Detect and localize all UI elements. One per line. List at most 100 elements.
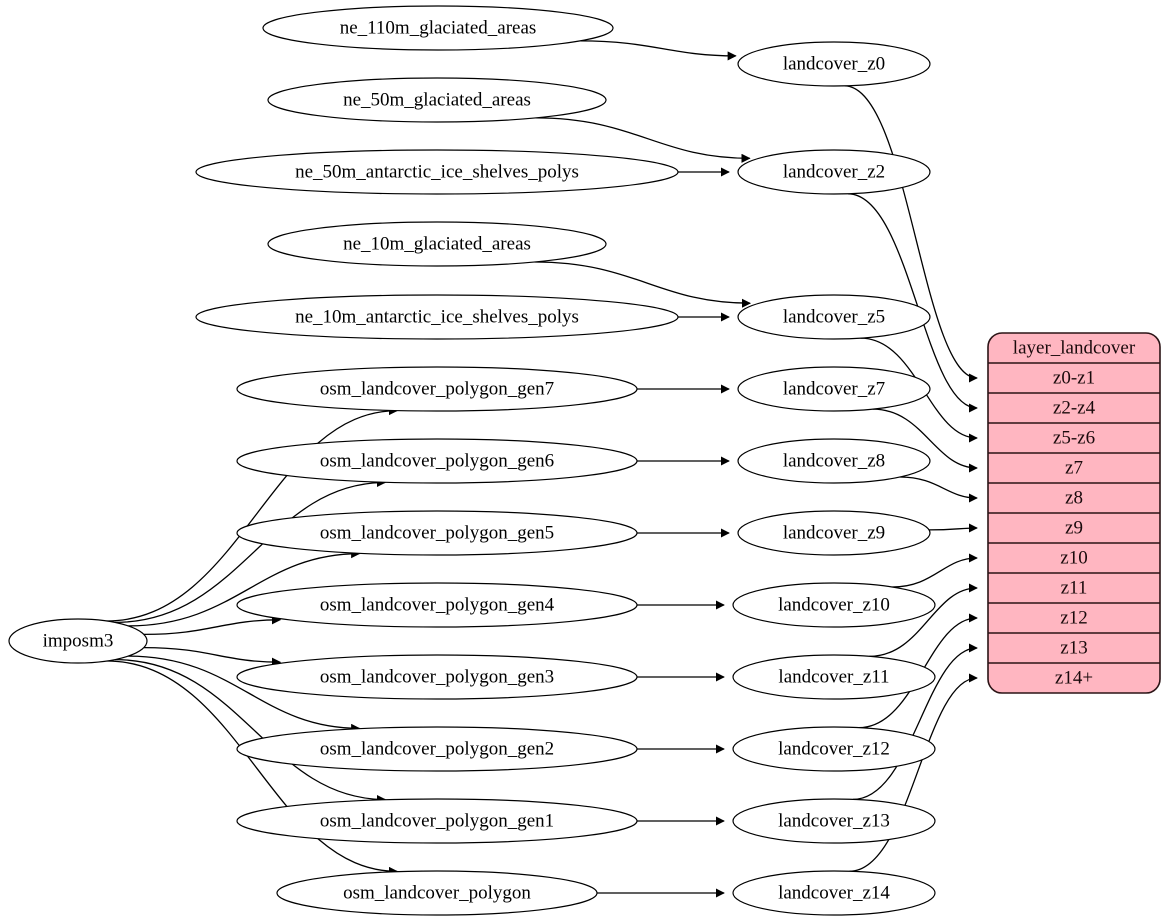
edge-ne_10m_glaciated_areas-to-landcover_z5: [534, 261, 752, 308]
node-label: osm_landcover_polygon_gen3: [320, 666, 554, 687]
node-landcover_z11[interactable]: landcover_z11: [732, 654, 936, 700]
table-row-z5-z6[interactable]: z5-z6: [988, 423, 1160, 453]
node-landcover_z13[interactable]: landcover_z13: [732, 798, 936, 844]
node-outline: [732, 654, 936, 700]
node-outline: [267, 221, 607, 267]
table-row-label: z14+: [1055, 667, 1093, 688]
edge-imposm3-to-osm_landcover_polygon_gen4: [143, 615, 282, 636]
node-outline: [737, 149, 931, 195]
node-label: landcover_z5: [783, 306, 885, 327]
table-row-label: z0-z1: [1053, 367, 1095, 388]
table-row-label: z12: [1060, 607, 1087, 628]
edges-layer: [106, 40, 978, 898]
node-outline: [732, 870, 936, 916]
table-row-z8[interactable]: z8: [988, 483, 1160, 513]
table-row-label: z10: [1060, 547, 1087, 568]
node-landcover_z14[interactable]: landcover_z14: [732, 870, 936, 916]
node-ne_110m_glaciated_areas[interactable]: ne_110m_glaciated_areas: [262, 5, 614, 51]
node-outline: [236, 438, 638, 484]
table-row-label: z2-z4: [1053, 397, 1096, 418]
node-osm_landcover_polygon_gen2[interactable]: osm_landcover_polygon_gen2: [236, 726, 638, 772]
edge-landcover_z13-to-layer_landcover_z13: [852, 643, 978, 801]
edge-landcover_z7-to-layer_landcover_z7: [872, 408, 978, 473]
node-ne_50m_antarctic_ice_shelves_polys[interactable]: ne_50m_antarctic_ice_shelves_polys: [195, 149, 679, 195]
table-row-label: z13: [1060, 637, 1087, 658]
edge-imposm3-to-osm_landcover_polygon_gen7: [106, 406, 398, 622]
table-row-label: z8: [1065, 487, 1083, 508]
table-row-z13[interactable]: z13: [988, 633, 1160, 663]
node-outline: [236, 510, 638, 556]
node-outline: [737, 41, 931, 87]
node-outline: [8, 618, 148, 664]
edge-landcover_z11-to-layer_landcover_z11: [869, 583, 978, 658]
table-row-label: z5-z6: [1053, 427, 1095, 448]
node-osm_landcover_polygon_gen7[interactable]: osm_landcover_polygon_gen7: [236, 366, 638, 412]
table-row-z12[interactable]: z12: [988, 603, 1160, 633]
node-ne_10m_glaciated_areas[interactable]: ne_10m_glaciated_areas: [267, 221, 607, 267]
node-landcover_z8[interactable]: landcover_z8: [737, 438, 931, 484]
node-outline: [195, 149, 679, 195]
node-ne_10m_antarctic_ice_shelves_polys[interactable]: ne_10m_antarctic_ice_shelves_polys: [195, 294, 679, 340]
node-label: ne_110m_glaciated_areas: [340, 17, 537, 38]
table-row-label: z7: [1065, 457, 1083, 478]
table-row-z2-z4[interactable]: z2-z4: [988, 393, 1160, 423]
node-ne_50m_glaciated_areas[interactable]: ne_50m_glaciated_areas: [267, 77, 607, 123]
edge-imposm3-to-osm_landcover_polygon_gen5: [128, 549, 361, 627]
node-outline: [732, 798, 936, 844]
node-landcover_z12[interactable]: landcover_z12: [732, 726, 936, 772]
table-row-z9[interactable]: z9: [988, 513, 1160, 543]
node-landcover_z9[interactable]: landcover_z9: [737, 510, 931, 556]
node-label: landcover_z14: [778, 882, 890, 903]
node-label: imposm3: [43, 630, 114, 651]
node-outline: [737, 294, 931, 340]
node-landcover_z7[interactable]: landcover_z7: [737, 366, 931, 412]
node-landcover_z0[interactable]: landcover_z0: [737, 41, 931, 87]
node-osm_landcover_polygon_gen5[interactable]: osm_landcover_polygon_gen5: [236, 510, 638, 556]
node-label: landcover_z13: [778, 810, 890, 831]
node-label: landcover_z8: [783, 450, 885, 471]
table-row-z7[interactable]: z7: [988, 453, 1160, 483]
node-imposm3[interactable]: imposm3: [8, 618, 148, 664]
edge-landcover_z9-to-layer_landcover_z9: [928, 523, 978, 533]
edge-ne_50m_glaciated_areas-to-landcover_z2: [535, 117, 751, 163]
table-header-label: layer_landcover: [1013, 337, 1136, 358]
table-row-label: z9: [1065, 517, 1083, 538]
node-osm_landcover_polygon_gen6[interactable]: osm_landcover_polygon_gen6: [236, 438, 638, 484]
table-row-z11[interactable]: z11: [988, 573, 1160, 603]
node-landcover_z5[interactable]: landcover_z5: [737, 294, 931, 340]
node-osm_landcover_polygon_gen3[interactable]: osm_landcover_polygon_gen3: [236, 654, 638, 700]
node-label: landcover_z11: [778, 666, 889, 687]
node-label: ne_10m_glaciated_areas: [343, 233, 531, 254]
table-row-z14+[interactable]: z14+: [988, 663, 1160, 693]
node-landcover_z2[interactable]: landcover_z2: [737, 149, 931, 195]
node-outline: [737, 366, 931, 412]
edge-landcover_z14-to-layer_landcover_z14_: [849, 673, 978, 872]
node-outline: [737, 438, 931, 484]
node-label: ne_50m_glaciated_areas: [343, 89, 531, 110]
node-label: landcover_z10: [778, 594, 890, 615]
node-label: landcover_z0: [783, 53, 885, 74]
node-outline: [276, 870, 598, 916]
node-outline: [732, 582, 936, 628]
node-label: osm_landcover_polygon_gen6: [320, 450, 554, 471]
node-osm_landcover_polygon[interactable]: osm_landcover_polygon: [276, 870, 598, 916]
node-osm_landcover_polygon_gen4[interactable]: osm_landcover_polygon_gen4: [236, 582, 638, 628]
node-outline: [195, 294, 679, 340]
node-outline: [737, 510, 931, 556]
node-outline: [236, 582, 638, 628]
node-label: ne_10m_antarctic_ice_shelves_polys: [295, 306, 579, 327]
table-row-z0-z1[interactable]: z0-z1: [988, 363, 1160, 393]
node-label: ne_50m_antarctic_ice_shelves_polys: [295, 161, 579, 182]
node-label: osm_landcover_polygon_gen5: [320, 522, 554, 543]
table-row-z10[interactable]: z10: [988, 543, 1160, 573]
node-label: osm_landcover_polygon_gen1: [320, 810, 554, 831]
node-landcover_z10[interactable]: landcover_z10: [732, 582, 936, 628]
node-label: landcover_z2: [783, 161, 885, 182]
node-outline: [262, 5, 614, 51]
edge-imposm3-to-osm_landcover_polygon_gen3: [143, 646, 282, 667]
nodes-layer: imposm3 ne_110m_glaciated_areas ne_50m_gla…: [8, 5, 936, 916]
node-label: osm_landcover_polygon_gen7: [320, 378, 554, 399]
node-outline: [267, 77, 607, 123]
node-osm_landcover_polygon_gen1[interactable]: osm_landcover_polygon_gen1: [236, 798, 638, 844]
